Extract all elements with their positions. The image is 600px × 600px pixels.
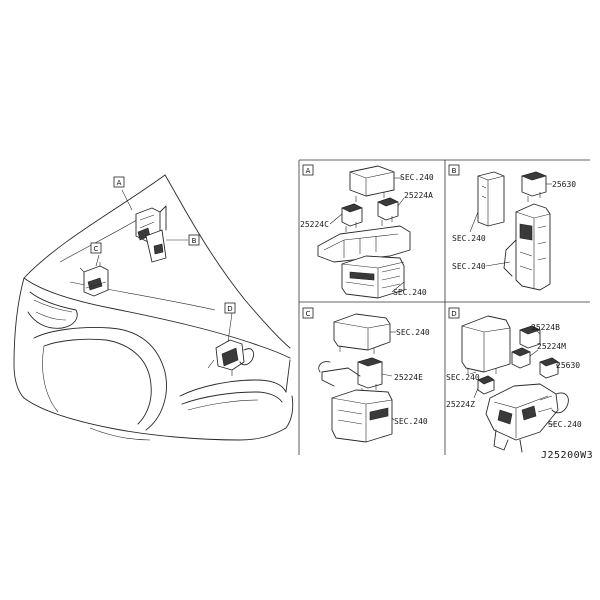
svg-text:D: D	[227, 305, 232, 313]
svg-text:C: C	[94, 245, 99, 253]
callout-d: D	[224, 302, 236, 314]
label-25224b: 25224B	[531, 323, 560, 332]
label-25224c: 25224C	[300, 220, 329, 229]
label-25224a: 25224A	[404, 191, 433, 200]
diagram-code: J25200W3	[541, 450, 593, 461]
panel-a-letter: A	[306, 167, 311, 175]
svg-text:A: A	[117, 179, 122, 187]
callout-b: B	[188, 234, 200, 246]
detail-panels-frame	[298, 159, 590, 455]
label-sec240-c2: SEC.240	[394, 417, 428, 426]
label-sec240-d1: SEC.240	[446, 373, 480, 382]
relay-bracket-ab	[135, 205, 167, 263]
label-sec240-b1: SEC.240	[452, 234, 486, 243]
panel-b-letter-box	[448, 164, 460, 176]
panel-c: C SEC.240 25224E SEC.240	[302, 307, 430, 443]
callout-c: C	[90, 242, 102, 254]
relay-c-on-car	[79, 262, 109, 297]
label-sec240-b2: SEC.240	[452, 262, 486, 271]
label-25224z: 25224Z	[446, 400, 475, 409]
panel-a: A SEC.240 25224A 25224C SEC.240	[300, 164, 434, 299]
panel-d-letter-box	[448, 307, 460, 319]
label-25630-d: 25630	[556, 361, 580, 370]
label-sec240-c1: SEC.240	[396, 328, 430, 337]
panel-b: B 25630 SEC.240 SEC.240	[448, 164, 576, 291]
fuse-block-d-on-car	[207, 339, 255, 376]
label-25630-b: 25630	[552, 180, 576, 189]
panel-c-letter-box	[302, 307, 314, 319]
panel-c-letter: C	[306, 310, 311, 318]
label-sec240-d2: SEC.240	[548, 420, 582, 429]
callout-a: A	[113, 176, 125, 188]
car-front-overview	[13, 174, 294, 441]
panel-a-letter-box	[302, 164, 314, 176]
panel-b-letter: B	[452, 167, 457, 175]
label-sec240-a2: SEC.240	[393, 288, 427, 297]
label-sec240-a1: SEC.240	[400, 173, 434, 182]
panel-d: D 25224B 25224M 25630 SEC.	[446, 307, 582, 453]
label-25224m: 25224M	[537, 342, 566, 351]
svg-text:B: B	[192, 237, 197, 245]
label-25224e: 25224E	[394, 373, 423, 382]
panel-d-letter: D	[451, 310, 456, 318]
